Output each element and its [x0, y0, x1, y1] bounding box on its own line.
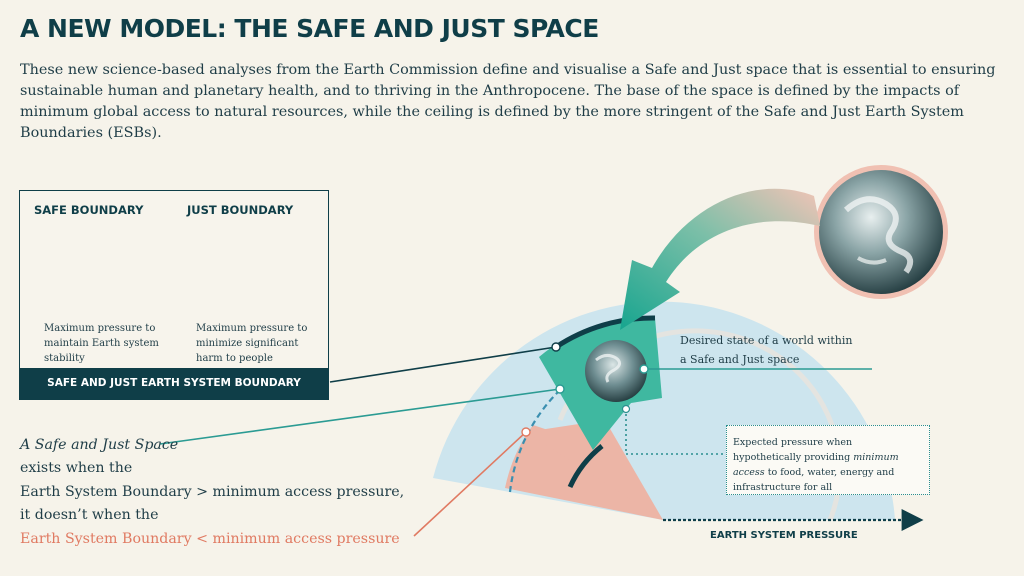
statement-line-3: Earth System Boundary > minimum access p… — [20, 481, 404, 504]
statement-line-5: Earth System Boundary < minimum access p… — [20, 528, 404, 551]
just-boundary-description: Maximum pressure to minimize significant… — [196, 321, 326, 366]
statement-line-2: exists when the — [20, 457, 404, 480]
statement-line-4: it doesn’t when the — [20, 504, 404, 527]
boundary-legend: SAFE BOUNDARY JUST BOUNDARY Maximum pres… — [19, 190, 329, 400]
expected-pressure-callout: Expected pressure when hypothetically pr… — [726, 425, 930, 495]
expected-text-pre: Expected pressure when hypothetically pr… — [733, 437, 853, 463]
desired-state-callout: Desired state of a world within a Safe a… — [680, 331, 853, 369]
desired-state-line-1: Desired state of a world within — [680, 331, 853, 350]
earth-globe-icon — [585, 340, 647, 402]
desired-state-line-2: a Safe and Just space — [680, 350, 853, 369]
esb-legend-bar: SAFE AND JUST EARTH SYSTEM BOUNDARY — [20, 368, 328, 399]
safe-boundary-heading: SAFE BOUNDARY — [34, 203, 143, 217]
axis-label: EARTH SYSTEM PRESSURE — [710, 530, 858, 541]
safe-just-statement: A Safe and Just Space exists when the Ea… — [20, 434, 404, 551]
safe-boundary-description: Maximum pressure to maintain Earth syste… — [44, 321, 174, 366]
statement-line-1: A Safe and Just Space — [20, 434, 404, 457]
curved-arrow-icon — [620, 189, 820, 330]
just-boundary-heading: JUST BOUNDARY — [187, 203, 293, 217]
